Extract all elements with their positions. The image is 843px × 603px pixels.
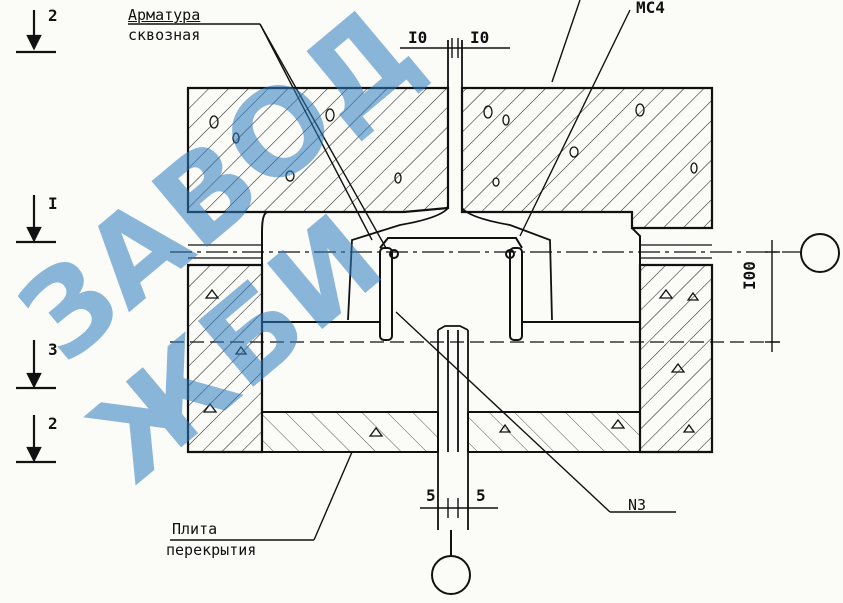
- axis-lines: [170, 244, 805, 343]
- label-plita: Плита: [172, 520, 218, 538]
- dimension-lines: [400, 38, 780, 518]
- floor-slab: [261, 411, 641, 453]
- upper-slab-left: [186, 86, 450, 214]
- reinforcement-hooks: [379, 237, 523, 341]
- leader-lines: [128, 0, 676, 541]
- axis-circle-right: [800, 233, 840, 273]
- axis-markers: [431, 233, 840, 595]
- label-skvoznaya: сквозная: [128, 26, 201, 44]
- axis-circle-bottom: [431, 555, 471, 595]
- section-arrows: [16, 10, 56, 464]
- label-n3: N3: [628, 496, 647, 514]
- dim-bottom-left: 5: [426, 486, 436, 505]
- joint-cavity: [261, 211, 641, 413]
- label-perekrytiya: перекрытия: [166, 541, 257, 559]
- section-mark-bottom: 2: [48, 414, 58, 433]
- label-armatura: Арматура: [128, 6, 201, 24]
- section-mark-top: 2: [48, 6, 58, 25]
- dim-top-right: I0: [470, 28, 490, 47]
- section-mark-lower: 3: [48, 340, 58, 359]
- label-ms4: МС4: [636, 0, 665, 17]
- lower-wall-left: [186, 263, 264, 454]
- lower-wall-right: [638, 263, 714, 454]
- dim-top-left: I0: [408, 28, 428, 47]
- aggregate-texture: [202, 103, 700, 437]
- center-joint: [347, 40, 553, 530]
- section-mark-middle: I: [48, 194, 58, 213]
- dim-side: I00: [740, 261, 759, 290]
- dim-bottom-right: 5: [476, 486, 486, 505]
- upper-slab-right: [460, 86, 714, 230]
